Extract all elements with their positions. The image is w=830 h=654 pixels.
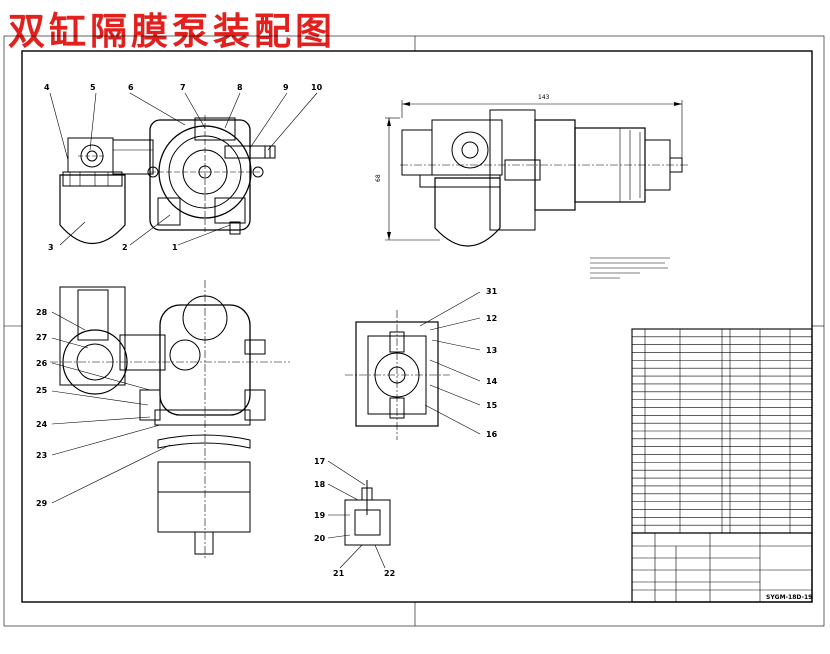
section-view — [345, 310, 450, 440]
part-label: 22 — [384, 569, 395, 578]
part-label: 19 — [314, 511, 326, 520]
part-label: 1 — [172, 243, 178, 252]
outer-frame — [3, 35, 825, 627]
part-label: 3 — [48, 243, 54, 252]
part-label: 2 — [122, 243, 128, 252]
part-label: 12 — [486, 314, 497, 323]
valve-detail — [344, 480, 391, 546]
part-label: 29 — [36, 499, 48, 508]
part-label: 24 — [36, 420, 48, 429]
top-view — [50, 280, 290, 560]
dim-overall-length: 143 — [538, 94, 550, 101]
part-label: 26 — [36, 359, 48, 368]
title-block: SYGM-18D-19 — [631, 532, 813, 603]
part-label: 7 — [180, 83, 186, 92]
parts-list — [631, 328, 813, 534]
part-label: 14 — [486, 377, 498, 386]
part-label: 20 — [314, 534, 326, 543]
part-label: 28 — [36, 308, 48, 317]
part-label: 25 — [36, 386, 48, 395]
drawing-number: SYGM-18D-19 — [766, 594, 812, 601]
part-label: 27 — [36, 333, 47, 342]
part-label: 31 — [486, 287, 498, 296]
side-view: 143 68 — [375, 94, 690, 247]
front-view — [59, 115, 276, 245]
dim-height: 68 — [375, 174, 382, 182]
part-label: 9 — [283, 83, 289, 92]
leader-lines — [49, 92, 481, 569]
part-label: 17 — [314, 457, 325, 466]
part-label: 18 — [314, 480, 326, 489]
part-label: 16 — [486, 430, 498, 439]
part-label: 10 — [311, 83, 323, 92]
part-label: 23 — [36, 451, 47, 460]
inner-frame — [21, 50, 813, 603]
drawing-title: 双缸隔膜泵装配图 — [8, 9, 336, 53]
part-label: 4 — [44, 83, 50, 92]
part-label: 15 — [486, 401, 498, 410]
part-labels: 4 5 6 7 8 9 10 3 2 1 28 27 26 25 24 23 2… — [36, 83, 498, 578]
part-label: 8 — [237, 83, 243, 92]
part-label: 5 — [90, 83, 96, 92]
technical-notes — [590, 257, 670, 279]
part-label: 13 — [486, 346, 497, 355]
part-label: 21 — [333, 569, 345, 578]
part-label: 6 — [128, 83, 134, 92]
